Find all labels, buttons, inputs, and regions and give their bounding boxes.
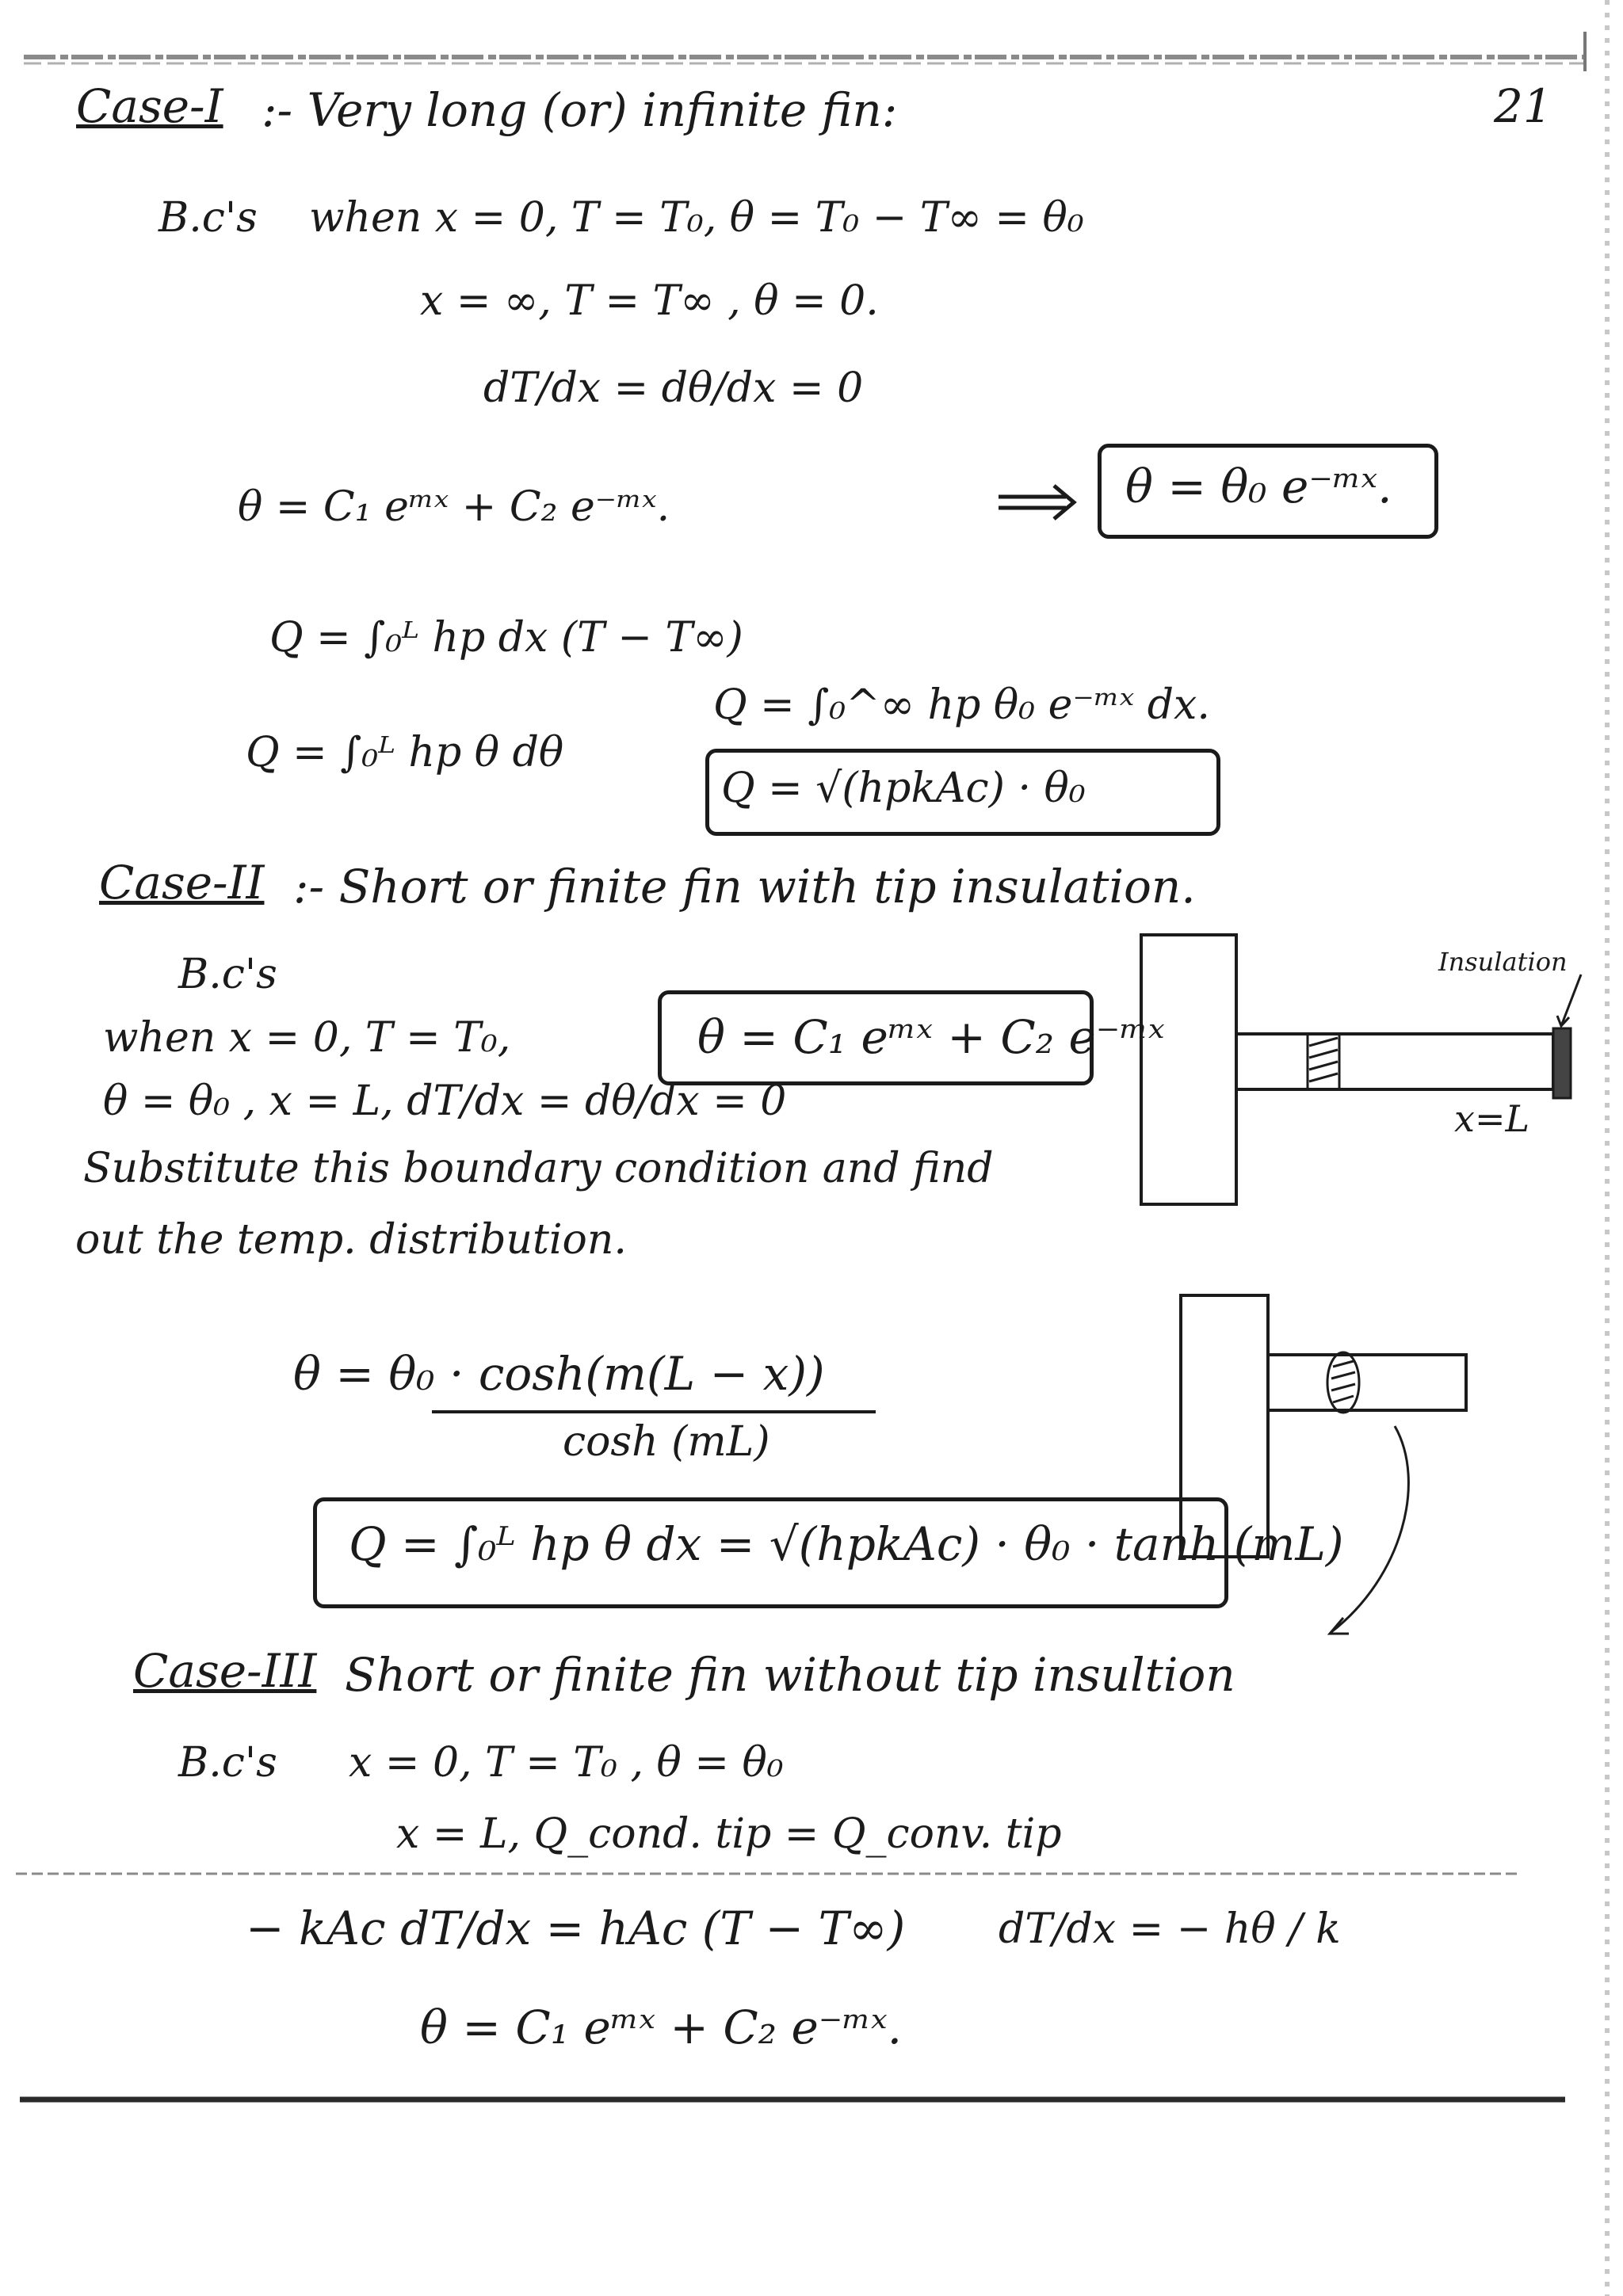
case1-q-eq2: Q = ∫₀^∞ hp θ₀ e⁻ᵐˣ dx.: [713, 681, 1210, 729]
case1-general-solution: θ = C₁ eᵐˣ + C₂ e⁻ᵐˣ.: [238, 483, 670, 531]
case2-instruction-line2: out the temp. distribution.: [75, 1216, 627, 1264]
case1-bc-line3: dT/dx = dθ/dx = 0: [483, 364, 864, 412]
case2-heading-rest: :- Short or finite fin with tip insulati…: [293, 860, 1196, 913]
case1-q-result: Q = √(hpkAc) · θ₀: [721, 765, 1086, 812]
section-divider: [16, 1872, 1522, 1875]
case2-q-result: Q = ∫₀ᴸ hp θ dx = √(hpkAc) · θ₀ · tanh (…: [349, 1517, 1344, 1571]
page-number: 21: [1494, 79, 1552, 133]
fraction-bar: [432, 1410, 876, 1413]
case3-bc-label: B.c's: [178, 1739, 277, 1787]
case1-bc-line2: x = ∞, T = T∞ , θ = 0.: [420, 277, 879, 325]
case1-q-eq3: Q = ∫₀ᴸ hp θ dθ: [246, 729, 564, 776]
case2-temp-dist-denominator: cosh (mL): [563, 1418, 770, 1466]
case3-general-solution: θ = C₁ eᵐˣ + C₂ e⁻ᵐˣ.: [420, 2000, 903, 2054]
case3-bc-line4: dT/dx = − hθ / k: [999, 1905, 1341, 1953]
case2-instruction-line1: Substitute this boundary condition and f…: [83, 1145, 994, 1192]
case1-result-box: [1098, 444, 1438, 539]
case2-general-box: [658, 990, 1094, 1085]
figure-label-x-equals-l: x=L: [1454, 1097, 1530, 1140]
scan-right-edge: [1605, 0, 1610, 2296]
case2-temp-dist-numerator: θ = θ₀ · cosh(m(L − x)): [293, 1347, 825, 1401]
case2-q-result-box: [313, 1497, 1228, 1608]
case2-heading: Case-II: [99, 856, 265, 910]
case2-bc-label: B.c's: [178, 951, 277, 998]
case2-general-solution: θ = C₁ eᵐˣ + C₂ e⁻ᵐˣ: [697, 1010, 1165, 1064]
case1-heading: Case-I: [76, 79, 223, 133]
scan-top-edge: [24, 32, 1587, 71]
case1-result: θ = θ₀ e⁻ᵐˣ.: [1125, 460, 1392, 513]
figure-label-insulation: Insulation: [1438, 947, 1568, 977]
fin-without-insulation-figure: [1179, 1294, 1468, 1635]
case1-bc-line1: when x = 0, T = T₀, θ = T₀ − T∞ = θ₀: [309, 194, 1084, 242]
page-bottom-rule: [20, 2096, 1565, 2103]
case3-bc-line2: x = L, Q_cond. tip = Q_conv. tip: [396, 1810, 1062, 1858]
case2-bc-line1: when x = 0, T = T₀,: [103, 1014, 511, 1062]
case1-bc-label: B.c's: [158, 194, 258, 242]
case1-q-result-box: [705, 749, 1220, 836]
case3-heading-rest: Short or finite fin without tip insultio…: [345, 1648, 1235, 1702]
case1-heading-rest: :- Very long (or) infinite fin:: [262, 83, 898, 137]
case1-q-eq1: Q = ∫₀ᴸ hp dx (T − T∞): [269, 614, 743, 662]
implies-arrow-icon: [999, 484, 1077, 521]
case3-bc-line1: x = 0, T = T₀ , θ = θ₀: [349, 1739, 784, 1787]
case3-bc-line3: − kAc dT/dx = hAc (T − T∞): [246, 1901, 906, 1955]
case3-heading: Case-III: [133, 1644, 317, 1698]
case2-bc-line2: θ = θ₀ , x = L, dT/dx = dθ/dx = 0: [103, 1077, 787, 1125]
fin-with-insulation-figure: [1140, 933, 1583, 1206]
